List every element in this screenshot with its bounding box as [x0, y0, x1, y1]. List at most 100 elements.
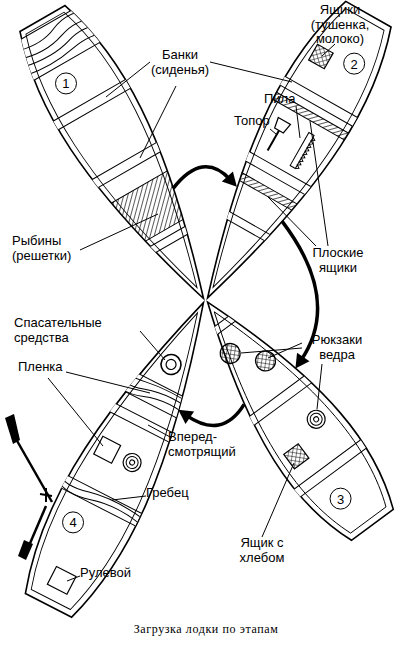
bucket [304, 407, 329, 432]
leader-line [140, 331, 165, 360]
leader-line [112, 496, 146, 500]
bucket [120, 450, 144, 474]
bucket [124, 454, 140, 470]
stern-box [47, 566, 76, 594]
flat-box [229, 167, 306, 215]
leader-line [48, 378, 103, 446]
seat-band [181, 292, 266, 358]
rucksack [216, 340, 244, 368]
part-label: Вперед- смотрящий [168, 430, 248, 459]
seat-band [46, 75, 138, 134]
part-label: Топор [234, 114, 284, 129]
part-label: Рыбины (решетки) [12, 234, 92, 263]
callout-circle: 2 [343, 53, 365, 75]
seat-band [202, 198, 293, 254]
film-package [94, 436, 121, 463]
gunwale-line [186, 291, 397, 542]
part-label: Ящик с хлебом [226, 536, 298, 565]
bucket [129, 459, 136, 466]
flow-arrow [178, 404, 244, 425]
boat-hull [174, 277, 406, 549]
seat-band [81, 136, 173, 195]
callout-circle: 1 [54, 72, 76, 94]
arrow-line [186, 404, 244, 425]
wood-grain [54, 473, 143, 527]
leader-line [106, 62, 150, 97]
callout-circle: 4 [62, 511, 84, 533]
boat-hull-svg [167, 272, 412, 554]
seat-band [232, 144, 324, 202]
leader-line [210, 62, 292, 82]
part-label: Спасательные средства [14, 316, 124, 345]
leader-line [241, 348, 302, 353]
part-label: Банки (сиденья) [144, 48, 216, 77]
leader-line [262, 463, 294, 537]
bucket [308, 411, 325, 428]
seat-band [287, 435, 373, 503]
rucksack [252, 347, 280, 375]
boat-interior [174, 282, 408, 550]
oar-blade [18, 540, 33, 560]
flow-arrow [173, 167, 237, 189]
boat-hull-svg [164, 0, 412, 322]
part-label: Плоские ящики [298, 246, 378, 275]
callout-number: 3 [336, 492, 343, 505]
bread-box [284, 444, 309, 469]
film-roll [106, 362, 205, 427]
leader-line [296, 106, 300, 138]
part-label: Гребец [146, 486, 206, 501]
seat-band [237, 366, 323, 434]
wood-block [3, 0, 111, 86]
boat-interior [2, 0, 241, 313]
oars [5, 414, 52, 560]
callout-number: 1 [62, 76, 69, 89]
rower-seat [54, 472, 149, 530]
arrow-head [295, 353, 309, 369]
saw-teeth [295, 137, 315, 170]
axe-head [273, 117, 291, 133]
leader-line [67, 576, 80, 581]
boat-hull [6, 0, 239, 319]
callout-number: 4 [69, 515, 76, 528]
bucket [313, 416, 320, 423]
arrow-head [222, 171, 237, 186]
boat-hull [171, 0, 404, 318]
oar-blade [5, 414, 20, 444]
boat-interior [170, 0, 409, 312]
gunwale-line [182, 2, 396, 305]
leader-line [317, 364, 322, 409]
wood-grain [106, 363, 199, 424]
part-label: Рулевой [80, 566, 150, 581]
arrow-line [173, 167, 230, 189]
wood-grain [11, 3, 108, 79]
oar-shaft [28, 506, 46, 548]
boat-hull-svg [0, 0, 246, 323]
boat-outline: 3 [167, 272, 412, 554]
axe-handle [268, 121, 285, 151]
lifebuoy [158, 351, 185, 378]
leader-line [66, 372, 150, 393]
leader-line [310, 121, 328, 246]
part-label: Ящики (тушенка, молоко) [294, 3, 386, 47]
lifebuoy [164, 358, 177, 371]
part-label: Пила [264, 92, 304, 107]
leader-line [80, 214, 158, 250]
leader-line [140, 86, 176, 158]
leader-line [268, 343, 302, 358]
seat-band [124, 212, 215, 269]
arrow-head [178, 410, 194, 424]
callout-number: 2 [350, 57, 357, 70]
leader-lines [48, 44, 335, 581]
part-label: Пленка [18, 360, 78, 375]
oarlock [40, 488, 52, 502]
part-label: Рюкзаки ведра [300, 333, 374, 362]
boat-outline: 2 [164, 0, 412, 322]
floor-grating [96, 162, 208, 255]
crate [309, 44, 334, 69]
leader-line [270, 129, 276, 134]
oar-shaft [12, 432, 52, 502]
callout-circle: 3 [329, 488, 351, 510]
boat-outline: 1 [0, 0, 246, 323]
